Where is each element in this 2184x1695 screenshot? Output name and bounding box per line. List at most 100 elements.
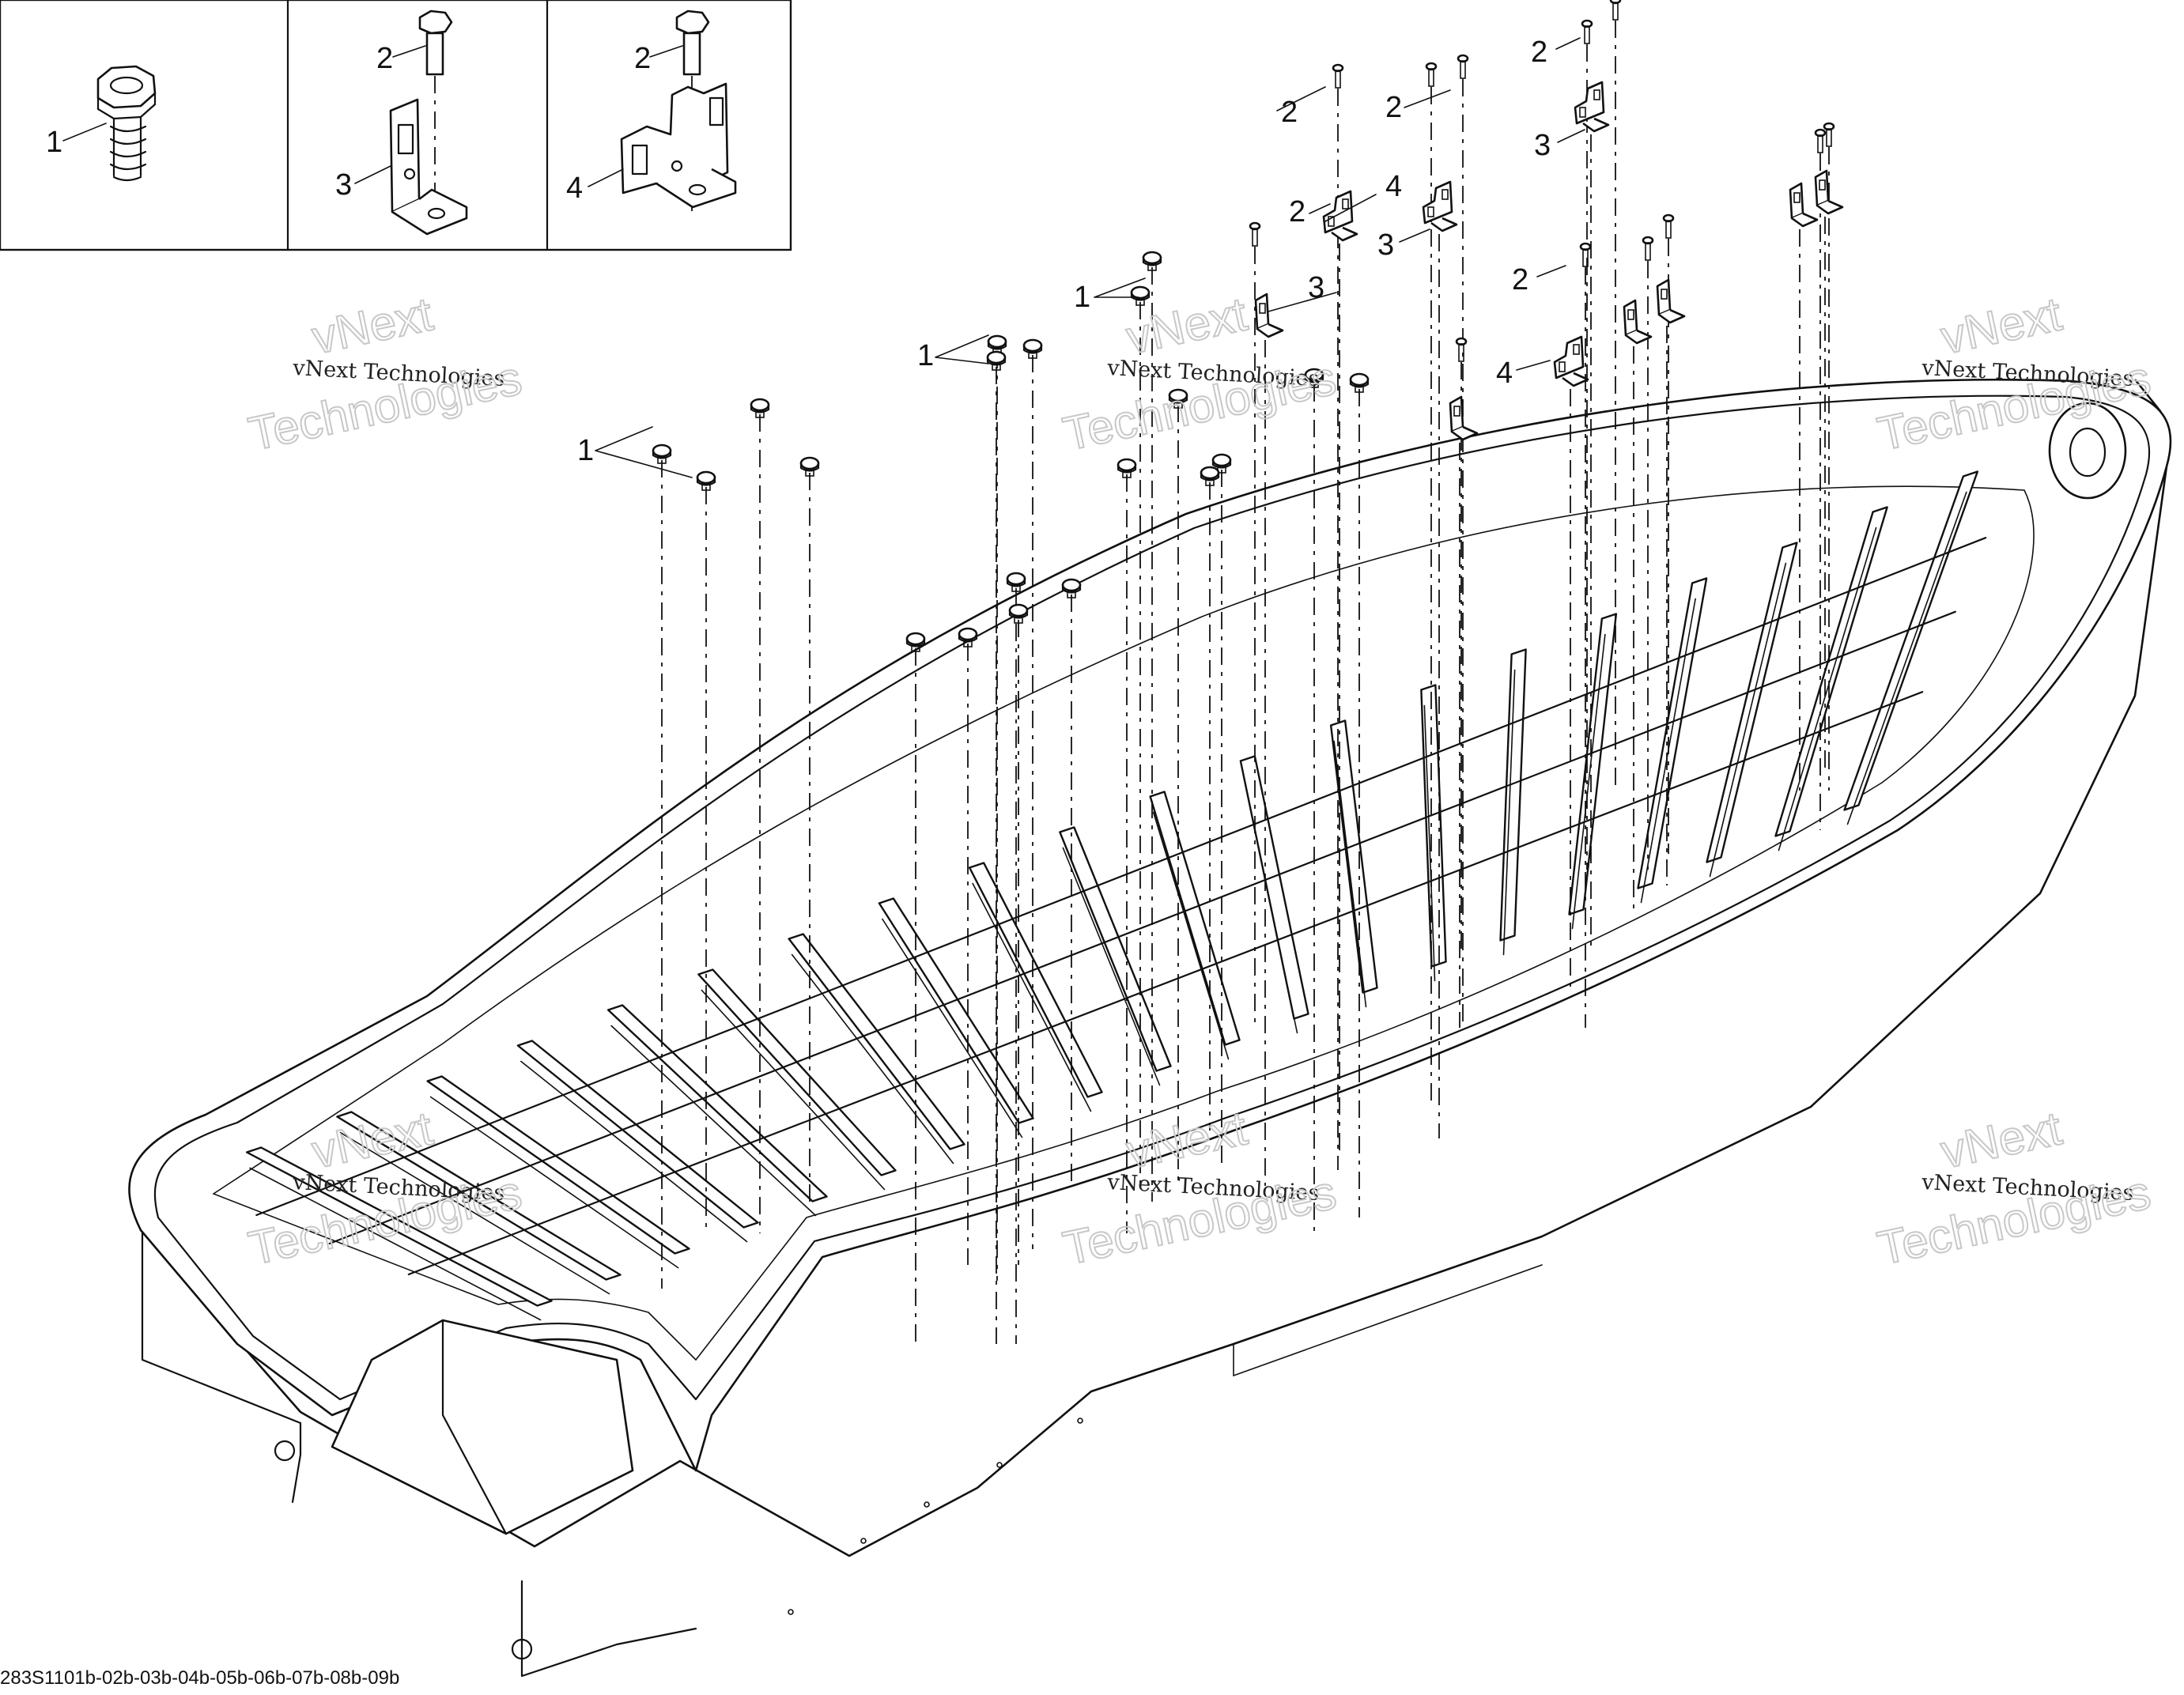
stringer-base — [1846, 491, 1967, 825]
nut-body — [1006, 577, 1026, 587]
nut-thread — [1355, 385, 1364, 393]
leader-2e — [1536, 265, 1566, 277]
nut-head — [1349, 372, 1370, 387]
nut-thread — [805, 469, 814, 477]
hull-inner-rim — [153, 394, 2151, 1401]
leader-legend-4 — [588, 168, 624, 187]
double-bracket — [1422, 180, 1458, 1138]
leader-1b — [935, 334, 989, 364]
leader-1a — [595, 426, 693, 478]
nut-head — [696, 470, 716, 485]
bolt-fastener — [1662, 213, 1675, 854]
leader-3b — [1399, 228, 1430, 243]
watermark-2: vNext Technologies vNext Technologies — [1058, 286, 1342, 461]
stringer-rib — [1420, 684, 1447, 968]
bolt-head — [1579, 242, 1592, 251]
bracket-slot — [1427, 206, 1434, 217]
nut-body — [986, 356, 1007, 366]
bolt-fastener — [1455, 337, 1468, 949]
hex-nut-fastener — [1061, 578, 1082, 1186]
leader-legend-2b — [649, 45, 683, 58]
nut-head — [1142, 251, 1162, 265]
stringer-rib — [1774, 506, 1888, 837]
bracket-plate — [1623, 299, 1638, 337]
bolt-fastener — [1425, 62, 1438, 1107]
nut-body — [1304, 373, 1324, 383]
nut-head — [1130, 285, 1151, 300]
bracket-plate — [1656, 278, 1672, 316]
bracket-slot — [1627, 309, 1634, 320]
hex-nut-fastener — [799, 456, 820, 1202]
bracket-foot — [1582, 117, 1610, 133]
stringer-rib — [1059, 826, 1172, 1072]
nut-thread — [963, 640, 973, 647]
nut-body — [1022, 344, 1043, 354]
leader-1c — [1094, 277, 1146, 298]
bolt-head — [1332, 63, 1344, 73]
keel-stringer-starboard — [407, 691, 1924, 1276]
fill-port — [2048, 402, 2127, 500]
bolt-shank — [1826, 128, 1832, 147]
hex-nut-fastener — [696, 470, 716, 1233]
bolt-head — [1642, 236, 1654, 245]
hex-nut-fastener — [1304, 368, 1324, 1233]
stringer-rib — [1329, 719, 1378, 994]
nut-head — [986, 350, 1007, 364]
bolt-fastener — [1332, 63, 1344, 1170]
leader-4a — [1324, 194, 1377, 222]
legend-label-4: 4 — [566, 172, 583, 205]
nut-head — [1211, 453, 1232, 467]
stringer-base — [1571, 633, 1606, 930]
nut-body — [696, 476, 716, 486]
bolt-head — [1823, 122, 1835, 131]
nut-body — [1008, 609, 1029, 619]
hex-nut-fastener — [1142, 251, 1162, 1202]
bracket-foot — [1331, 226, 1358, 242]
bracket-plate — [1449, 395, 1464, 433]
hull-stringers — [245, 470, 1987, 1321]
nut-thread — [755, 410, 765, 418]
bracket-plate — [1322, 190, 1354, 234]
bracket-slot — [1328, 216, 1335, 227]
nut-head — [987, 334, 1007, 349]
leader-2a — [1309, 203, 1331, 214]
leader-legend-2a — [392, 45, 426, 58]
legend-bolt-icon — [418, 9, 453, 76]
nut-head — [1061, 578, 1082, 592]
leader-legend-1 — [62, 123, 107, 142]
bolt-shank — [1458, 343, 1464, 362]
nut-body — [905, 637, 926, 647]
legend-label-3: 3 — [335, 168, 352, 202]
leader-2b — [1404, 89, 1451, 108]
nut-body — [1168, 394, 1188, 404]
bracket-slot — [1593, 89, 1600, 100]
nut-head — [1008, 603, 1029, 617]
hex-nut-fastener — [986, 350, 1007, 1344]
leader-4b — [1516, 360, 1551, 371]
legend-nut-icon — [96, 65, 157, 182]
fill-port-cap — [2069, 427, 2107, 478]
stringer-base — [339, 1131, 610, 1295]
stringer-base — [791, 953, 954, 1165]
callout-1c: 1 — [1074, 281, 1090, 314]
hex-nut-fastener — [652, 444, 672, 1289]
nut-thread — [1135, 298, 1145, 306]
single-bracket — [1656, 278, 1686, 885]
nut-thread — [911, 644, 920, 652]
bolt-fastener — [1581, 19, 1593, 870]
bolt-head — [1425, 62, 1438, 71]
transom-edge — [441, 1319, 508, 1535]
nut-thread — [701, 483, 711, 491]
legend-label-2b: 2 — [634, 42, 651, 75]
bolt-shank — [1645, 242, 1651, 261]
stringer-base — [882, 918, 1023, 1138]
bracket-foot — [1658, 308, 1686, 324]
hex-nut-fastener — [1130, 285, 1151, 1186]
nut-head — [1200, 466, 1220, 480]
bolt-shank — [1665, 220, 1672, 239]
callout-4a: 4 — [1385, 170, 1402, 203]
stringer-base — [249, 1167, 542, 1321]
hex-nut-fastener — [750, 398, 770, 1233]
bracket-foot — [1256, 323, 1284, 338]
